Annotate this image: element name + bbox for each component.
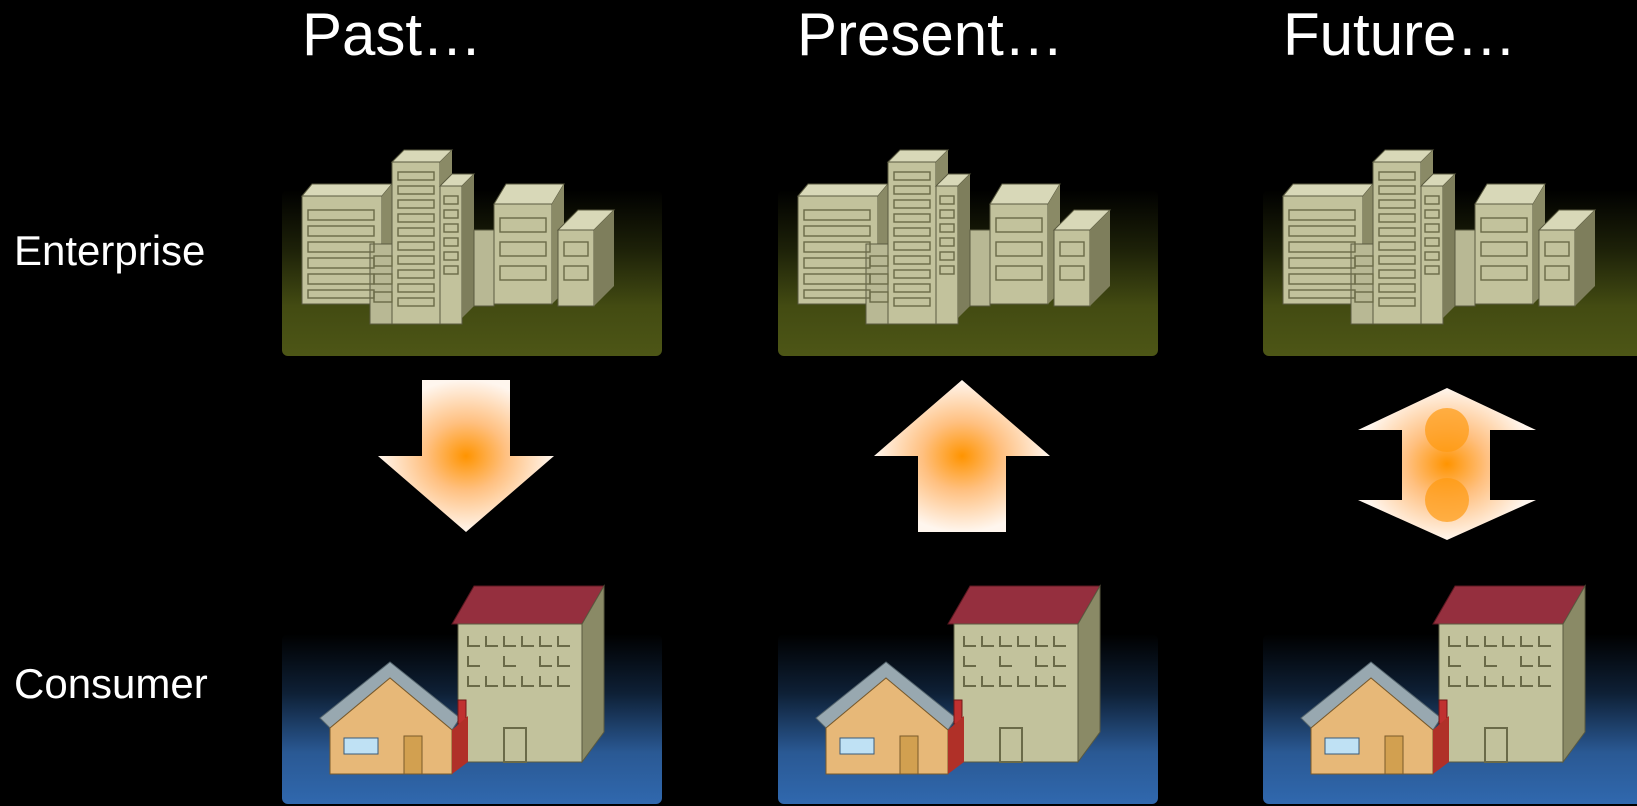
row-label-consumer: Consumer	[14, 663, 208, 705]
enterprise-scene-past	[282, 146, 662, 356]
column-title-future: Future…	[1283, 2, 1516, 68]
arrow-up-icon	[874, 380, 1050, 532]
consumer-scene-future	[1263, 582, 1637, 806]
arrow-bidirectional-icon	[1358, 388, 1536, 540]
consumer-scene-past	[282, 582, 662, 806]
arrow-down-icon	[378, 380, 554, 532]
enterprise-scene-future	[1263, 146, 1637, 356]
consumer-scene-present	[778, 582, 1158, 806]
column-title-past: Past…	[302, 2, 482, 68]
enterprise-scene-present	[778, 146, 1158, 356]
column-title-present: Present…	[797, 2, 1064, 68]
row-label-enterprise: Enterprise	[14, 230, 205, 272]
